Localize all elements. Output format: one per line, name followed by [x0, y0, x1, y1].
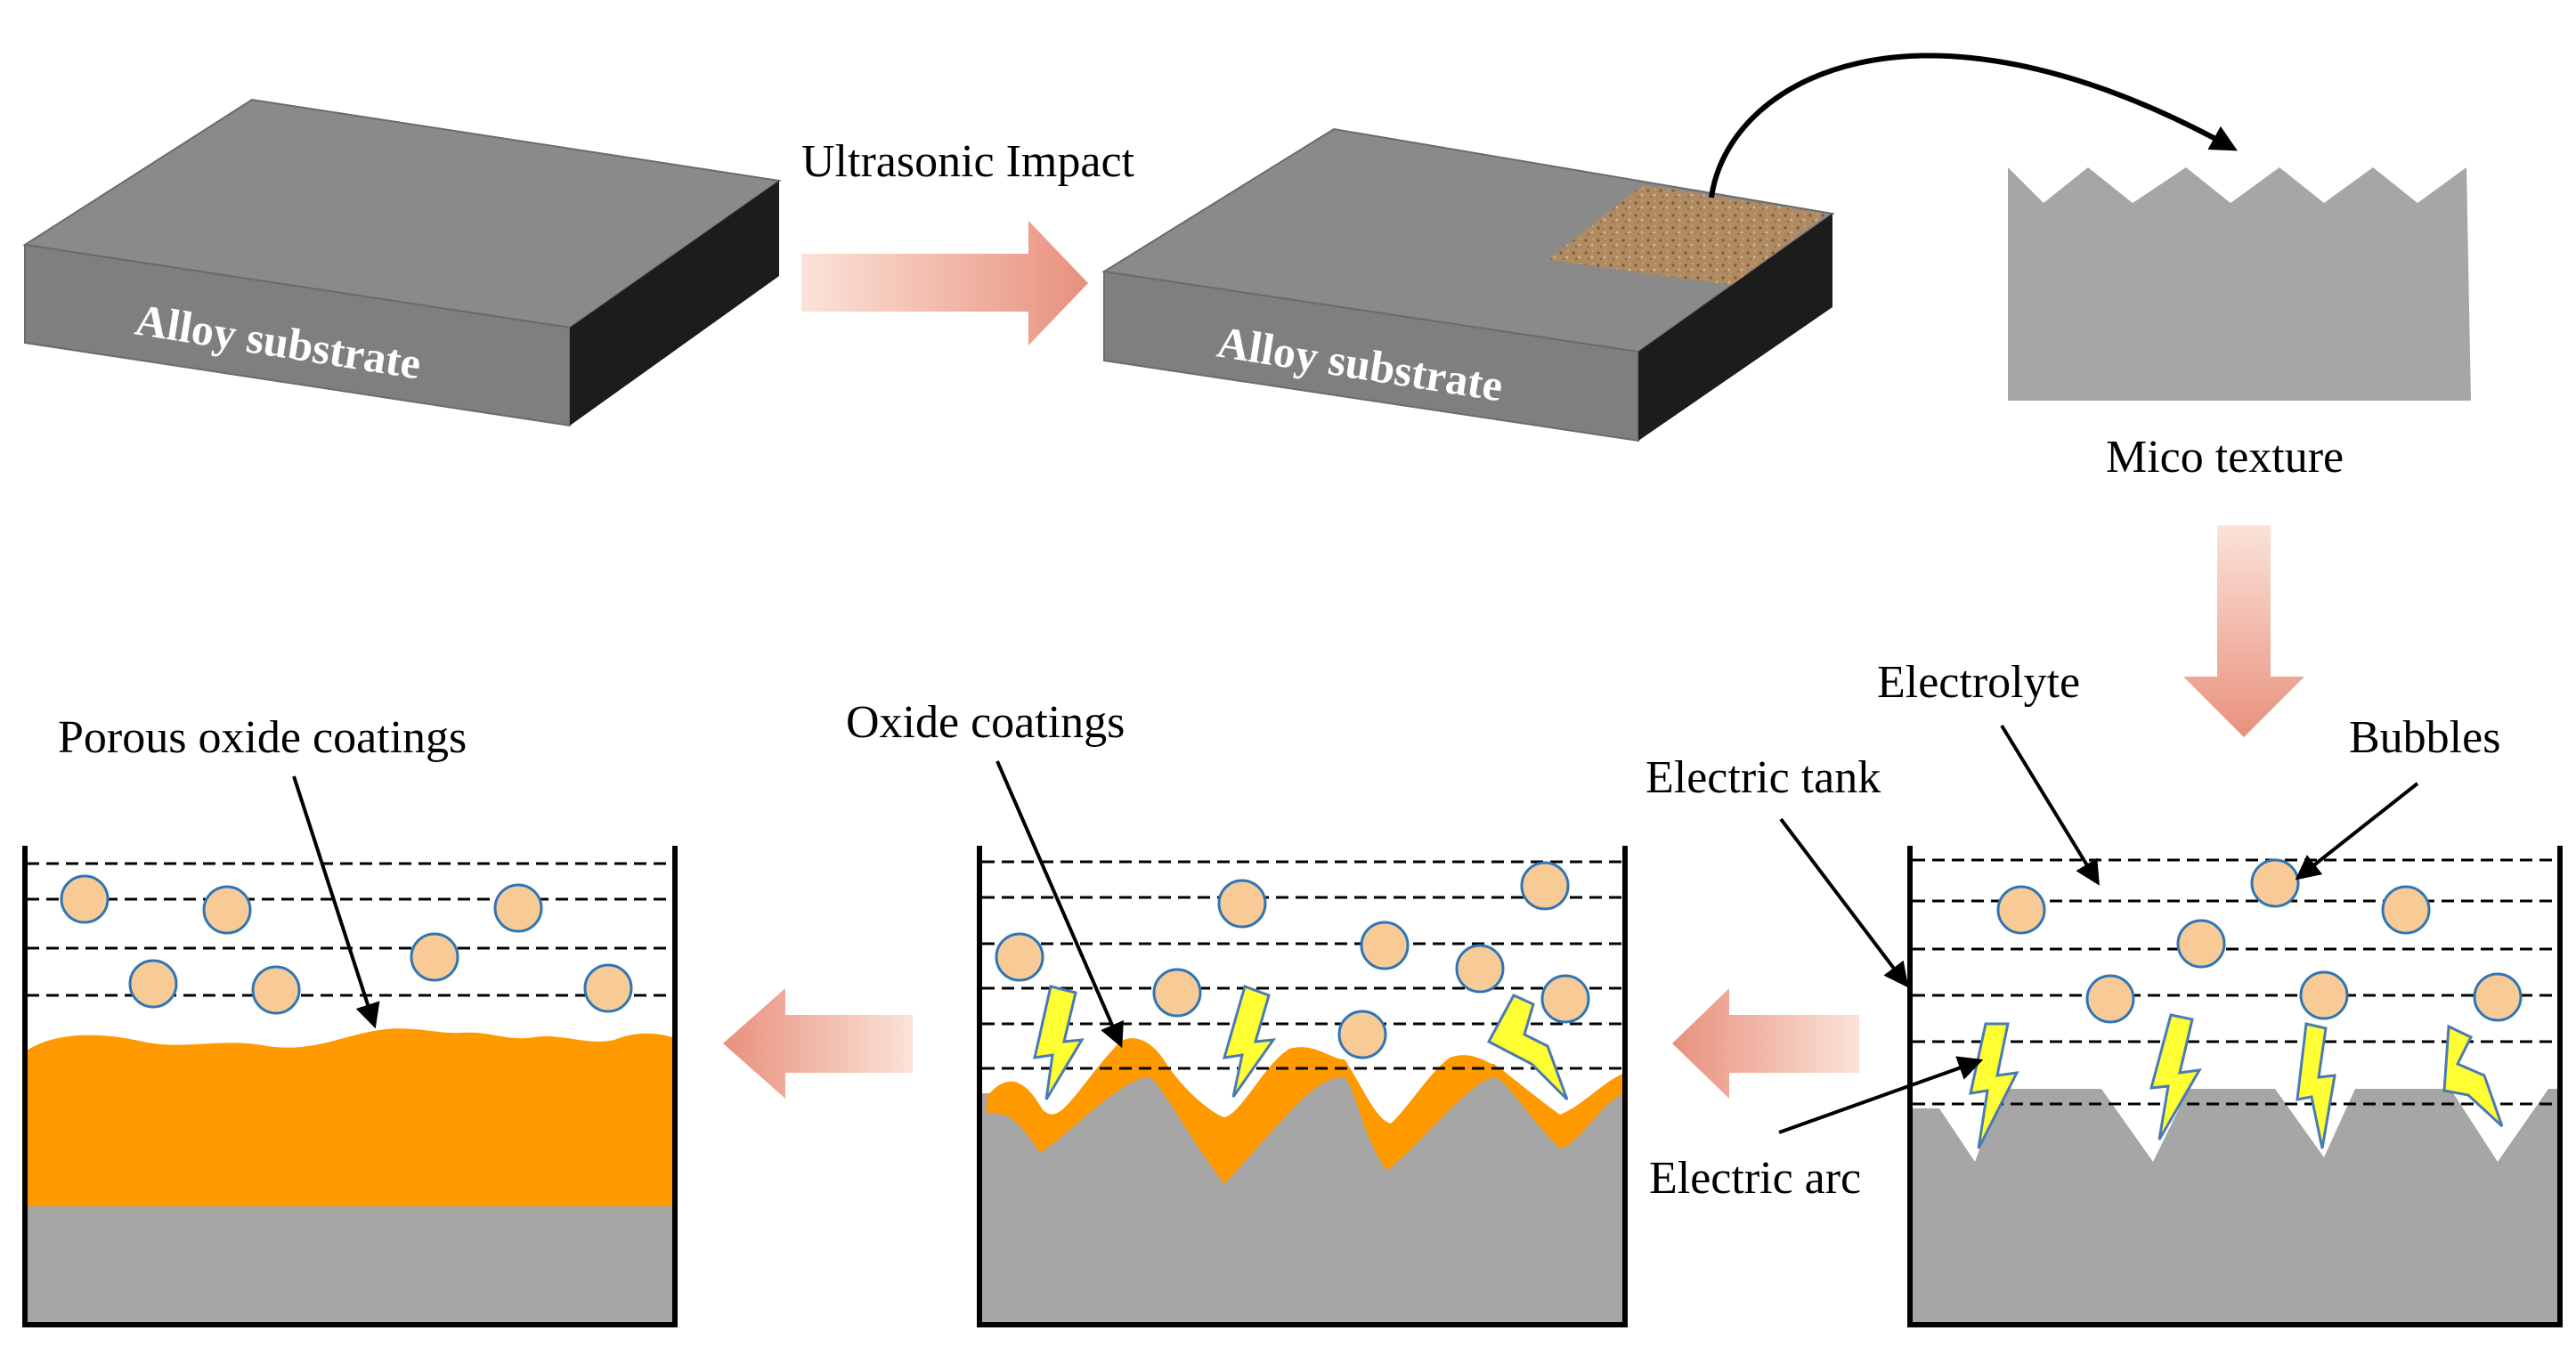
ultrasonic-impact-label: Ultrasonic Impact: [801, 136, 1135, 187]
lightning-icon: [1486, 994, 1569, 1101]
bubble: [1996, 885, 2046, 935]
micro-texture-label: Mico texture: [2106, 432, 2344, 483]
lightning-icon: [2149, 1013, 2202, 1140]
tank-1-electrolyte-lines: [27, 862, 672, 997]
bubble: [2473, 972, 2523, 1022]
bubble: [2176, 919, 2226, 969]
slab-1-side: [570, 181, 779, 426]
bubble: [128, 959, 178, 1009]
tank-2-electrolyte-lines: [982, 860, 1622, 1070]
tank-2-bubbles: [995, 861, 1590, 1059]
bubble: [2250, 858, 2300, 908]
micro-texture-block: [2008, 167, 2471, 401]
oxide-coatings-label: Oxide coatings: [846, 697, 1125, 748]
tank-3-arcs: [1969, 1013, 2504, 1149]
electric-tank-1: [22, 846, 678, 1327]
left-arrow-1: [723, 988, 913, 1099]
textured-patch: [1548, 185, 1827, 285]
alloy-slab-2: Alloy substrate: [1101, 127, 1835, 442]
tank-2-wall: [977, 846, 1628, 1327]
left-arrow-2: [1672, 988, 1859, 1099]
electric-tank-2: [977, 846, 1628, 1327]
bubble: [1360, 921, 1410, 970]
down-arrow: [2183, 525, 2304, 737]
electrolyte-label: Electrolyte: [1877, 657, 2080, 708]
bubble: [251, 965, 301, 1015]
tank-2-oxide-layer: [987, 1038, 1625, 1184]
electric-tank-label: Electric tank: [1646, 752, 1881, 803]
tank-2-substrate: [979, 1064, 1625, 1322]
bubble: [493, 883, 543, 933]
electrolyte-pointer: [2000, 724, 2100, 886]
bubble: [1217, 879, 1267, 929]
bubble: [202, 885, 252, 935]
bubble: [1152, 968, 1202, 1018]
tank-1-bubbles: [60, 874, 633, 1015]
bubble: [583, 963, 633, 1013]
bubbles-label: Bubbles: [2349, 712, 2500, 763]
electric-tank-3: [1907, 846, 2563, 1327]
porous-oxide-coatings-pointer: [292, 775, 380, 1029]
bubble: [2085, 974, 2135, 1024]
lightning-icon: [1222, 985, 1277, 1098]
electric-arc-label: Electric arc: [1649, 1153, 1861, 1204]
lightning-icon: [2296, 1022, 2336, 1149]
electric-tank-pointer: [1779, 817, 1909, 988]
ultrasonic-arrow: [801, 221, 1088, 345]
tank-1-oxide-layer: [27, 1028, 672, 1206]
zoom-arrow: [1709, 53, 2238, 199]
bubble: [2299, 970, 2349, 1020]
tank-2-arcs: [1033, 985, 1569, 1101]
bubble: [410, 932, 459, 982]
bubble: [2381, 885, 2431, 935]
tank-3-bubbles: [1996, 858, 2523, 1024]
bubbles-pointer: [2295, 782, 2419, 880]
lightning-icon: [1969, 1022, 2019, 1149]
bubble: [1540, 974, 1590, 1024]
porous-oxide-coatings-label: Porous oxide coatings: [58, 712, 467, 763]
bubble: [1455, 944, 1505, 994]
alloy-slab-1: Alloy substrate: [22, 98, 782, 427]
bubble: [995, 932, 1044, 982]
bubble: [1337, 1010, 1387, 1059]
tank-1-wall: [22, 846, 678, 1327]
tank-3-substrate: [1910, 1089, 2560, 1322]
tank-1-substrate: [25, 1206, 675, 1322]
bubble: [1520, 861, 1570, 911]
slab-2-side: [1638, 214, 1832, 441]
electric-arc-pointer: [1778, 1056, 1984, 1134]
oxide-coatings-pointer: [995, 760, 1124, 1049]
lightning-icon: [1033, 985, 1085, 1100]
lightning-icon: [2442, 1024, 2504, 1128]
bubble: [60, 874, 110, 924]
